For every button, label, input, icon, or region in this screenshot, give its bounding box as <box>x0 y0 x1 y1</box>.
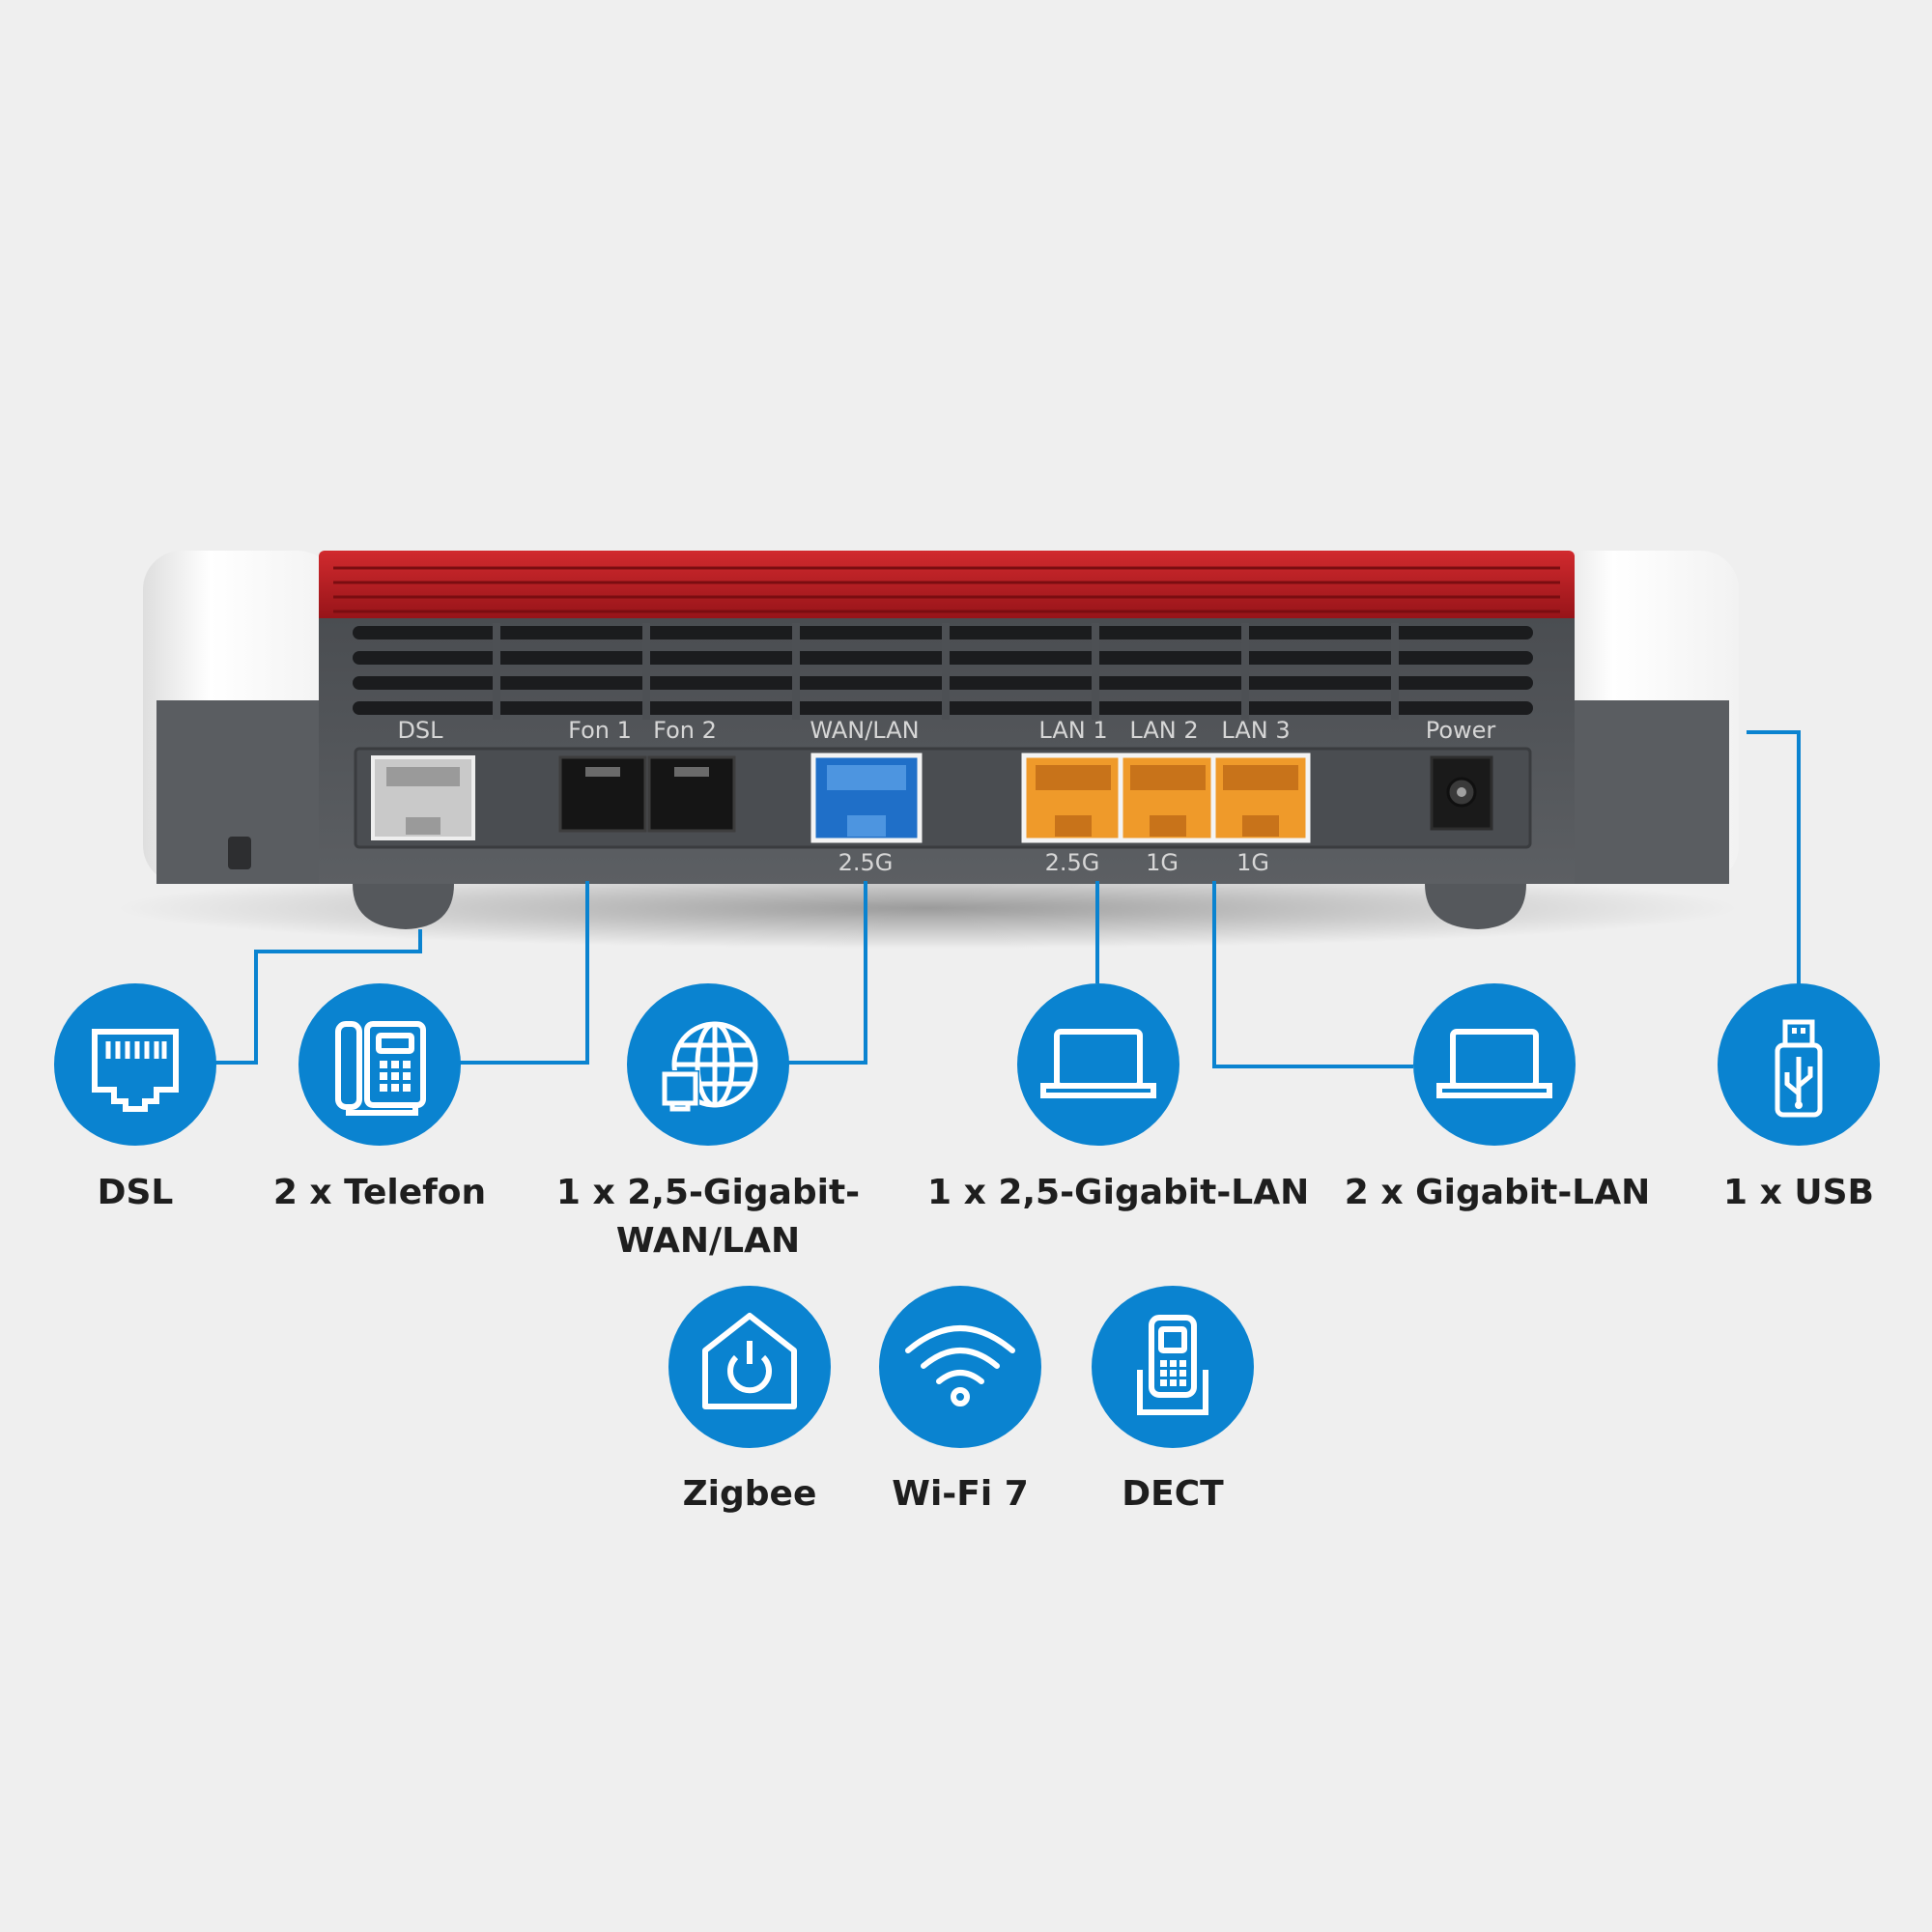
wan-lan-port-contacts <box>827 765 906 790</box>
connector-wan <box>787 881 867 1065</box>
red-top-housing <box>319 551 1575 628</box>
dsl-port-contacts <box>386 767 460 786</box>
caption-wifi: Wi-Fi 7 <box>864 1470 1057 1519</box>
caption-telefon-text: 2 x Telefon <box>272 1173 487 1212</box>
lan1g-circle <box>1413 983 1576 1146</box>
speed-label-lan2: 1G <box>1146 849 1179 876</box>
lan3-port-tab <box>1242 815 1279 837</box>
port-label-lan2: LAN 2 <box>1129 717 1198 744</box>
speed-label-wan: 2.5G <box>838 849 894 876</box>
caption-zigbee: Zigbee <box>653 1470 846 1519</box>
caption-usb-text: 1 x USB <box>1723 1173 1874 1212</box>
zigbee-circle <box>668 1286 831 1448</box>
lan25-feature <box>1017 983 1179 1146</box>
connector-usb <box>1747 730 1801 985</box>
lan1-port-tab <box>1055 815 1092 837</box>
caption-zigbee-text: Zigbee <box>682 1474 817 1514</box>
dsl-circle <box>54 983 216 1146</box>
connector-lines <box>214 730 1801 1068</box>
caption-dsl: DSL <box>39 1169 232 1217</box>
wifi-icon <box>905 1325 1015 1406</box>
caption-lan25: 1 x 2,5-Gigabit-LAN <box>927 1169 1310 1217</box>
caption-wan-lan-line1: 1 x 2,5-Gigabit- <box>555 1173 861 1212</box>
caption-wifi-text: Wi-Fi 7 <box>892 1474 1029 1514</box>
desk-phone-icon <box>335 1021 426 1116</box>
power-port-center <box>1457 787 1466 797</box>
speed-label-lan3: 1G <box>1236 849 1269 876</box>
telefon-feature <box>298 983 461 1146</box>
connector-dsl <box>214 929 422 1065</box>
lan1-port-contacts <box>1036 765 1111 790</box>
globe-network-icon <box>671 1021 758 1108</box>
dsl-port-tab <box>406 817 440 835</box>
router-shadow <box>116 867 1739 949</box>
vent-dividers <box>493 623 1399 720</box>
wan-lan-port-tab <box>847 815 886 837</box>
right-gray-band <box>1575 700 1729 884</box>
port-label-power: Power <box>1426 717 1496 744</box>
fon2-port-contacts <box>674 767 709 777</box>
smart-home-icon <box>702 1313 797 1409</box>
caption-dsl-text: DSL <box>97 1173 174 1212</box>
port-label-lan3: LAN 3 <box>1221 717 1290 744</box>
lan3-port-contacts <box>1223 765 1298 790</box>
caption-dect: DECT <box>1076 1470 1269 1519</box>
dsl-feature <box>54 983 216 1146</box>
ethernet-port-icon <box>92 1029 179 1112</box>
feature-icons <box>54 983 1880 1448</box>
port-label-fon1: Fon 1 <box>568 717 632 744</box>
caption-wan-lan-line2: WAN/LAN <box>615 1221 801 1261</box>
right-foot <box>1425 884 1526 929</box>
cordless-phone-icon <box>1137 1315 1208 1415</box>
caption-usb: 1 x USB <box>1702 1169 1895 1217</box>
red-ridges <box>333 566 1560 613</box>
port-recess <box>354 747 1532 849</box>
left-foot <box>353 884 454 929</box>
wifi-circle <box>879 1286 1041 1448</box>
laptop-icon <box>1436 1029 1552 1098</box>
zigbee-feature <box>668 1286 831 1448</box>
connector-telefon <box>459 881 589 1065</box>
speed-label-lan1: 2.5G <box>1045 849 1100 876</box>
port-label-dsl: DSL <box>397 717 443 744</box>
wan-feature <box>627 983 789 1146</box>
caption-lan25-text: 1 x 2,5-Gigabit-LAN <box>927 1173 1310 1212</box>
usb-feature <box>1718 983 1880 1146</box>
connector-lan1g <box>1212 881 1413 1068</box>
port-label-fon2: Fon 2 <box>653 717 717 744</box>
caption-wan-lan: 1 x 2,5-Gigabit- WAN/LAN <box>549 1169 867 1265</box>
port-label-lan1: LAN 1 <box>1038 717 1107 744</box>
laptop-icon <box>1040 1029 1156 1098</box>
caption-lan1g: 2 x Gigabit-LAN <box>1343 1169 1652 1217</box>
lan1g-feature <box>1413 983 1576 1146</box>
router: DSL Fon 1 Fon 2 WAN/LAN LAN 1 LAN 2 LAN … <box>116 551 1739 949</box>
lan2-port-contacts <box>1130 765 1206 790</box>
dect-feature <box>1092 1286 1254 1448</box>
caption-lan1g-text: 2 x Gigabit-LAN <box>1344 1173 1651 1212</box>
lan25-circle <box>1017 983 1179 1146</box>
lan2-port-tab <box>1150 815 1186 837</box>
usb-stick-icon <box>1775 1019 1823 1118</box>
fon1-port-contacts <box>585 767 620 777</box>
wifi-feature <box>879 1286 1041 1448</box>
cable-clip <box>228 837 251 869</box>
caption-telefon: 2 x Telefon <box>254 1169 505 1217</box>
port-label-wan-lan: WAN/LAN <box>810 717 919 744</box>
caption-dect-text: DECT <box>1122 1474 1224 1514</box>
